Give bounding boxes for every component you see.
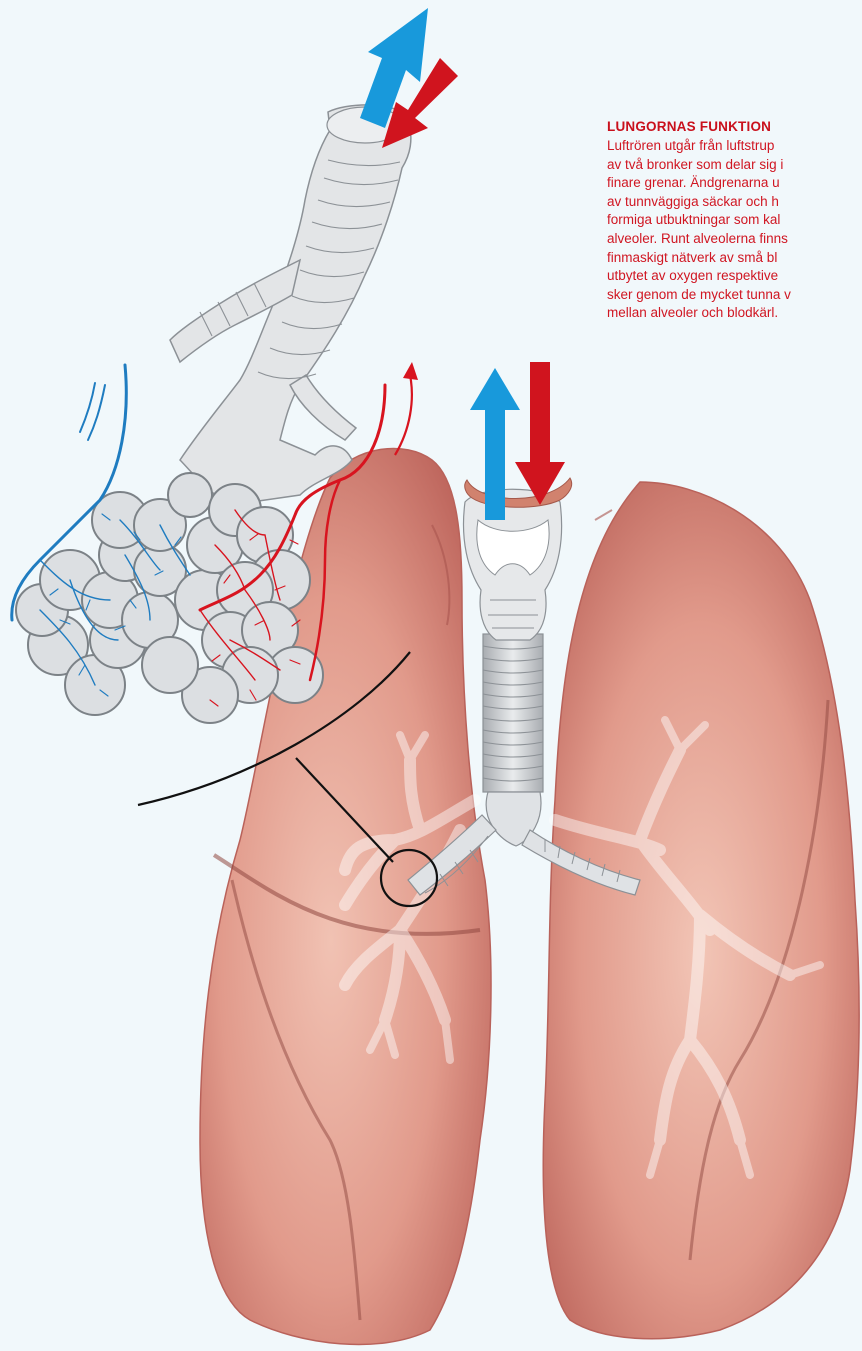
- caption-line: formiga utbuktningar som kal: [607, 211, 862, 230]
- caption-line: av tunnväggiga säckar och h: [607, 193, 862, 212]
- flow-curve-arrow-icon: [395, 362, 418, 455]
- caption-line: utbytet av oxygen respektive: [607, 267, 862, 286]
- caption-block: LUNGORNAS FUNKTION Luftrören utgår från …: [607, 119, 862, 323]
- caption-line: Luftrören utgår från luftstrup: [607, 137, 862, 156]
- caption-line: finare grenar. Ändgrenarna u: [607, 174, 862, 193]
- caption-line: av två bronker som delar sig i: [607, 156, 862, 175]
- caption-line: sker genom de mycket tunna v: [607, 286, 862, 305]
- red-down-arrow-icon: [515, 362, 565, 505]
- caption-line: alveoler. Runt alveolerna finns: [607, 230, 862, 249]
- larynx: [463, 489, 561, 640]
- caption-line: mellan alveoler och blodkärl.: [607, 304, 862, 323]
- alveoli-cluster: [16, 473, 323, 723]
- caption-line: finmaskigt nätverk av små bl: [607, 249, 862, 268]
- trachea: [483, 634, 543, 846]
- caption-heading: LUNGORNAS FUNKTION: [607, 119, 862, 134]
